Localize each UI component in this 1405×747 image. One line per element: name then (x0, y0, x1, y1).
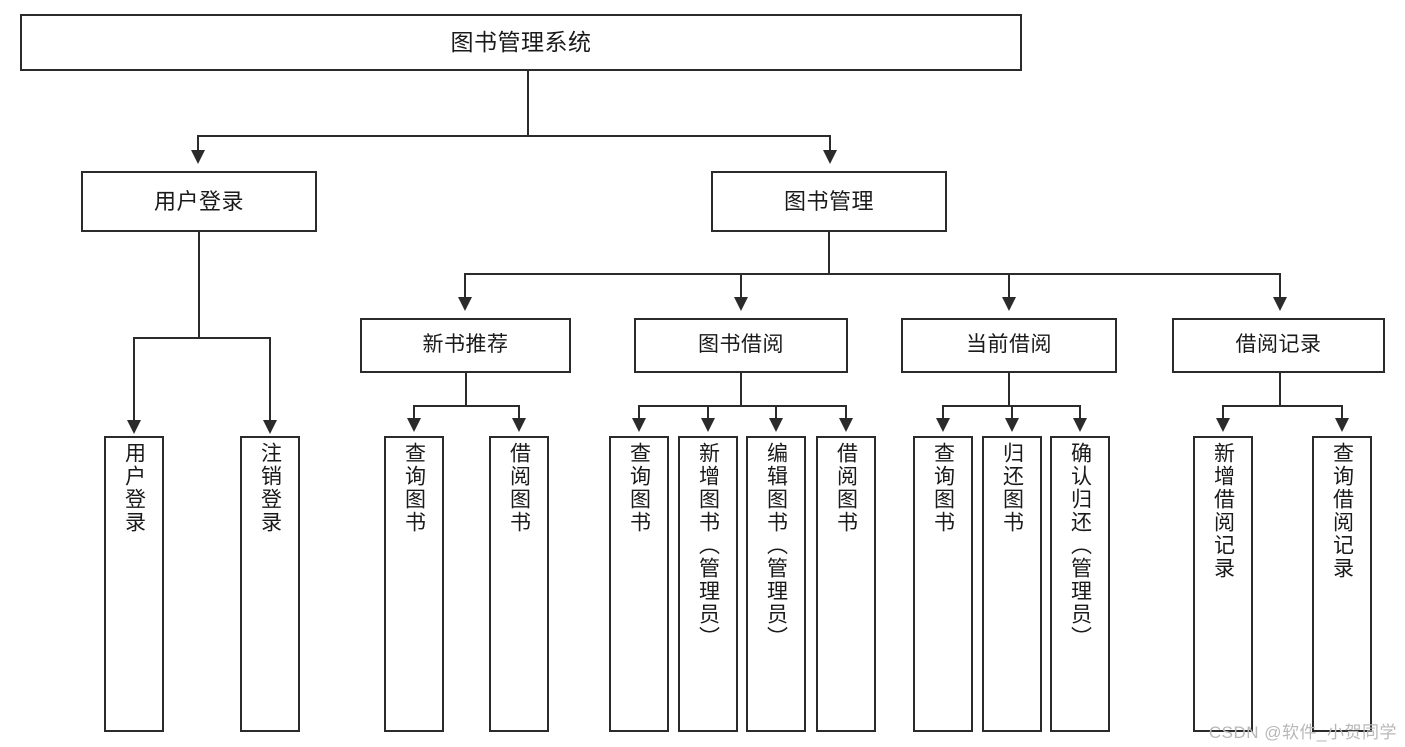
node-book-management[interactable]: 图书管理 (711, 171, 947, 232)
node-label: 编辑图书（管理员） (764, 442, 788, 649)
arrowhead-nbr-child-2 (512, 418, 526, 432)
connector-new-book-recommend-stem (465, 373, 467, 406)
node-label: 借阅图书 (507, 442, 531, 534)
node-label: 查询图书 (931, 442, 955, 534)
leaf-user-login-logout[interactable]: 注销登录 (240, 436, 300, 732)
connector-root-bus (197, 135, 831, 137)
node-current-borrow[interactable]: 当前借阅 (901, 318, 1117, 373)
connector-current-borrow-child-2 (1011, 405, 1013, 420)
node-label: 注销登录 (258, 442, 282, 534)
leaf-book-borrow-borrow-book[interactable]: 借阅图书 (816, 436, 876, 732)
arrowhead-book-borrow (734, 297, 748, 311)
arrowhead-cb-child-1 (936, 418, 950, 432)
node-label: 图书管理 (783, 188, 874, 214)
connector-current-borrow-stem (1008, 373, 1010, 406)
connector-book-management-child-2 (740, 273, 742, 301)
connector-new-book-recommend-child-2 (518, 405, 520, 420)
node-label: 归还图书 (1000, 442, 1024, 534)
node-label: 用户登录 (153, 188, 244, 214)
connector-user-login-stem (198, 232, 200, 338)
node-label: 新增图书（管理员） (696, 442, 720, 649)
arrowhead-cb-child-2 (1005, 418, 1019, 432)
leaf-current-borrow-confirm-return-admin[interactable]: 确认归还（管理员） (1050, 436, 1110, 732)
arrowhead-user-login-child-2 (263, 420, 277, 434)
connector-borrow-record-child-1 (1222, 405, 1224, 420)
connector-book-borrow-child-4 (845, 405, 847, 420)
leaf-book-borrow-edit-book-admin[interactable]: 编辑图书（管理员） (746, 436, 806, 732)
connector-book-management-child-3 (1008, 273, 1010, 301)
connector-new-book-recommend-bus (413, 405, 518, 407)
node-new-book-recommend[interactable]: 新书推荐 (360, 318, 571, 373)
arrowhead-bb-child-4 (839, 418, 853, 432)
connector-borrow-record-stem (1279, 373, 1281, 406)
node-label: 确认归还（管理员） (1068, 442, 1092, 649)
leaf-new-book-borrow-book[interactable]: 借阅图书 (489, 436, 549, 732)
arrowhead-borrow-record (1273, 297, 1287, 311)
node-label: 图书管理系统 (450, 29, 592, 56)
arrowhead-new-book-recommend (458, 297, 472, 311)
node-label: 新书推荐 (422, 333, 509, 357)
connector-book-management-stem (828, 232, 830, 274)
leaf-borrow-record-add-record[interactable]: 新增借阅记录 (1193, 436, 1253, 732)
connector-borrow-record-bus (1222, 405, 1342, 407)
connector-current-borrow-child-3 (1079, 405, 1081, 420)
connector-user-login-child-1 (133, 337, 135, 422)
node-label: 新增借阅记录 (1211, 442, 1235, 580)
connector-book-borrow-stem (740, 373, 742, 406)
connector-book-borrow-bus (638, 405, 847, 407)
arrowhead-book-management (823, 150, 837, 164)
node-label: 借阅图书 (834, 442, 858, 534)
arrowhead-cb-child-3 (1073, 418, 1087, 432)
arrowhead-user-login (191, 150, 205, 164)
node-borrow-record[interactable]: 借阅记录 (1172, 318, 1385, 373)
leaf-new-book-query-book[interactable]: 查询图书 (384, 436, 444, 732)
connector-book-borrow-child-1 (638, 405, 640, 420)
arrowhead-br-child-2 (1335, 418, 1349, 432)
node-label: 查询图书 (627, 442, 651, 534)
arrowhead-bb-child-3 (769, 418, 783, 432)
connector-user-login-child-2 (269, 337, 271, 422)
connector-new-book-recommend-child-1 (413, 405, 415, 420)
connector-borrow-record-child-2 (1341, 405, 1343, 420)
connector-to-book-management (829, 135, 831, 154)
node-label: 用户登录 (122, 442, 146, 534)
connector-user-login-bus (133, 337, 270, 339)
connector-root-stem (527, 71, 529, 135)
connector-book-management-bus (464, 273, 1280, 275)
arrowhead-bb-child-2 (701, 418, 715, 432)
node-label: 图书借阅 (698, 333, 784, 357)
node-label: 查询图书 (402, 442, 426, 534)
node-label: 当前借阅 (966, 333, 1052, 357)
arrowhead-bb-child-1 (632, 418, 646, 432)
connector-book-borrow-child-2 (707, 405, 709, 420)
connector-current-borrow-child-1 (942, 405, 944, 420)
node-user-login[interactable]: 用户登录 (81, 171, 317, 232)
arrowhead-user-login-child-1 (127, 420, 141, 434)
arrowhead-br-child-1 (1216, 418, 1230, 432)
leaf-current-borrow-query-book[interactable]: 查询图书 (913, 436, 973, 732)
node-label: 查询借阅记录 (1330, 442, 1354, 580)
connector-book-management-child-1 (464, 273, 466, 301)
connector-book-borrow-child-3 (775, 405, 777, 420)
connector-book-management-child-4 (1279, 273, 1281, 301)
leaf-book-borrow-add-book-admin[interactable]: 新增图书（管理员） (678, 436, 738, 732)
node-book-borrow[interactable]: 图书借阅 (634, 318, 848, 373)
leaf-book-borrow-query-book[interactable]: 查询图书 (609, 436, 669, 732)
node-book-management-system[interactable]: 图书管理系统 (20, 14, 1022, 71)
arrowhead-current-borrow (1002, 297, 1016, 311)
arrowhead-nbr-child-1 (407, 418, 421, 432)
leaf-borrow-record-query-record[interactable]: 查询借阅记录 (1312, 436, 1372, 732)
leaf-user-login-login[interactable]: 用户登录 (104, 436, 164, 732)
node-label: 借阅记录 (1235, 333, 1322, 357)
leaf-current-borrow-return-book[interactable]: 归还图书 (982, 436, 1042, 732)
connector-to-user-login (197, 135, 199, 154)
